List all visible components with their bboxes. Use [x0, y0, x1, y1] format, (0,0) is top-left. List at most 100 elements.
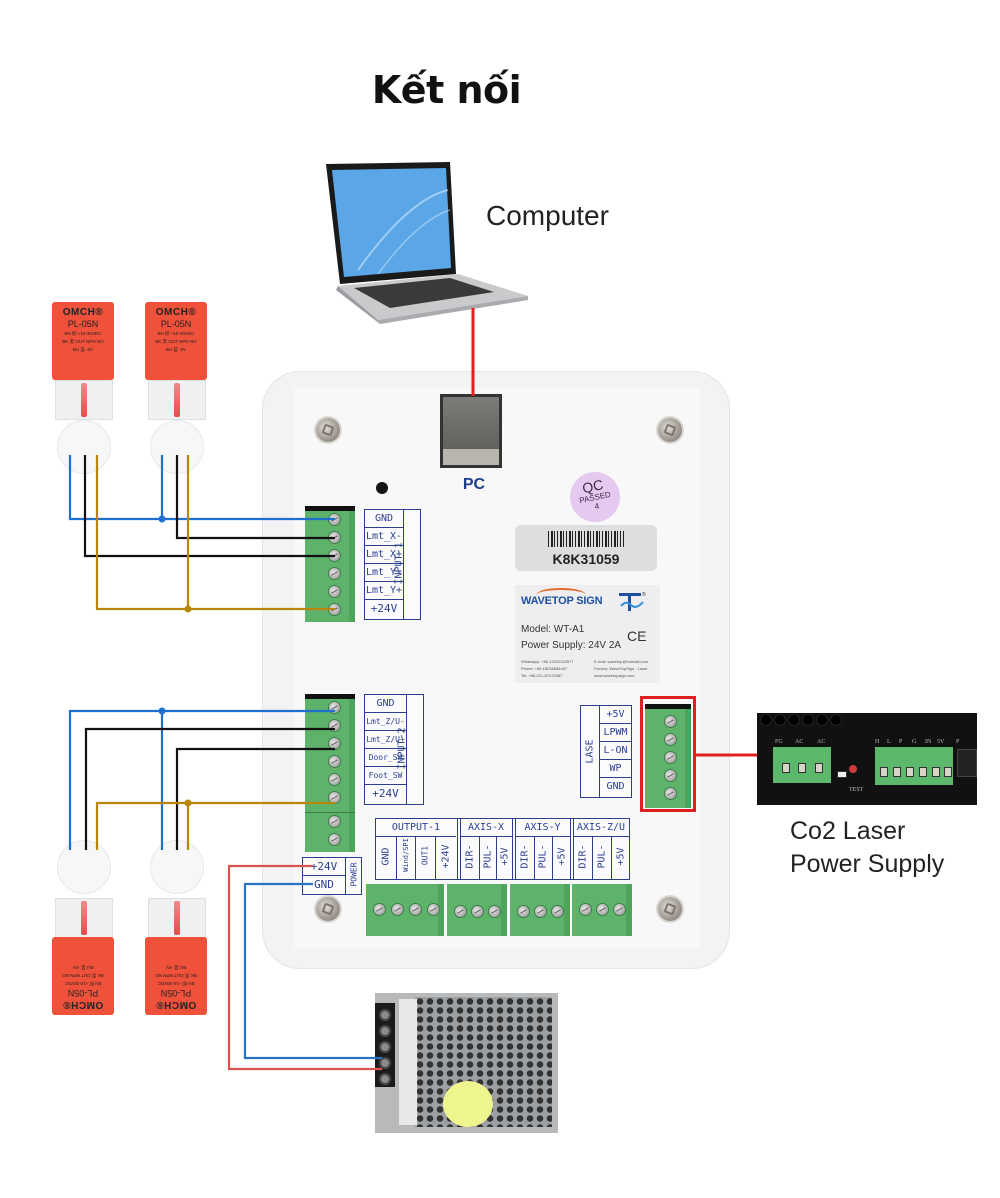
pin-label: Door_SW	[365, 749, 406, 767]
input2-label-box: GND Lmt_Z/U- Lmt_Z/U+ Door_SW Foot_SW +2…	[364, 694, 424, 805]
pin-label: GND	[365, 510, 403, 528]
terminal-pin[interactable]	[329, 720, 340, 731]
terminal-pin[interactable]	[665, 734, 676, 745]
terminal-pin[interactable]	[535, 906, 546, 917]
contact-line: www.wavetopsign.com	[594, 673, 635, 678]
laser-psu-label: Co2 Laser Power Supply	[790, 815, 944, 881]
terminal-pin[interactable]	[665, 752, 676, 763]
sensor-brand: OMCH®	[155, 307, 197, 318]
sensor-brand: OMCH®	[62, 307, 104, 318]
screw-icon	[658, 897, 682, 921]
terminal-pin[interactable]	[472, 906, 483, 917]
terminal-pin[interactable]	[489, 906, 500, 917]
pin-label: Lmt_Y-	[365, 564, 403, 582]
terminal-pin[interactable]	[329, 738, 340, 749]
control-terminal-block	[875, 747, 953, 785]
terminal-pin[interactable]	[455, 906, 466, 917]
terminal-pin[interactable]	[329, 792, 340, 803]
computer-label: Computer	[486, 200, 609, 231]
terminal-pin[interactable]	[329, 756, 340, 767]
wire-junction	[184, 799, 192, 807]
power-label-box: +24V GND POWER	[302, 857, 362, 895]
terminal-pin[interactable]	[392, 904, 403, 915]
terminal-label: FG	[775, 739, 783, 745]
terminal-pin[interactable]	[329, 834, 340, 845]
terminal-pin[interactable]	[665, 770, 676, 781]
contact-line: Factory: WaveTopSign - Laser	[594, 666, 648, 671]
wire-black-signal	[83, 455, 335, 558]
test-button[interactable]	[849, 765, 857, 773]
terminal-label: G	[912, 739, 917, 745]
brand-logo-icon: ®	[619, 591, 646, 611]
ce-mark: CE	[627, 628, 647, 644]
wire-junction	[158, 515, 166, 523]
terminal-label: AC	[817, 739, 826, 745]
contact-line: Whatsapp: +86 13332342577	[521, 659, 574, 664]
contact-line: Phone: +86 18035684467	[521, 666, 568, 671]
terminal-pin[interactable]	[597, 904, 608, 915]
terminal-pin[interactable]	[329, 568, 340, 579]
pin-label: L-ON	[600, 742, 631, 760]
terminal-pin[interactable]	[580, 904, 591, 915]
pin-label: +24V	[370, 602, 398, 615]
rj45-port[interactable]	[957, 749, 977, 777]
pin-label: LPWM	[600, 724, 631, 742]
terminal-label: 5V	[937, 739, 945, 745]
pin-label: Lmt_Z/U-	[365, 713, 406, 731]
model-text: Model: WT-A1	[521, 624, 585, 635]
page-title: Kết nối	[371, 68, 522, 112]
contact-line: E-mail: wavetop@hotmail.com	[594, 659, 649, 664]
terminal-pin[interactable]	[614, 904, 625, 915]
wire-blue-gnd	[68, 455, 335, 521]
terminal-pin[interactable]	[665, 716, 676, 727]
laser-psu-label-line1: Co2 Laser	[790, 817, 906, 845]
pin-label: Lmt_X-	[365, 528, 403, 546]
screw-icon	[316, 418, 340, 442]
pin-label: GND	[606, 781, 625, 792]
terminal-pin[interactable]	[552, 906, 563, 917]
pin-label: Lmt_Z/U+	[365, 731, 406, 749]
wire-black-signal	[175, 747, 335, 850]
pin-label: +5V	[600, 706, 631, 724]
terminal-pin[interactable]	[329, 586, 340, 597]
terminal-label: P	[899, 739, 903, 745]
barcode-icon	[548, 531, 624, 547]
output-label-strip: OUTPUT-1 AXIS-X AXIS-Y AXIS-Z/U GND Wind…	[375, 818, 630, 880]
group-label: AXIS-Y	[515, 819, 570, 837]
usb-port[interactable]	[440, 394, 502, 468]
terminal-pin[interactable]	[329, 774, 340, 785]
pin-label: Lmt_X+	[365, 546, 403, 564]
terminal-pin[interactable]	[374, 904, 385, 915]
terminal-pin[interactable]	[518, 906, 529, 917]
pc-port-label: PC	[462, 476, 486, 493]
terminal-pin[interactable]	[410, 904, 421, 915]
sensor-spec: BK 黑 OUT NPN NO	[155, 339, 197, 344]
group-label: AXIS-Z/U	[573, 819, 629, 837]
laptop-icon	[326, 162, 528, 324]
laser-terminal-block	[645, 704, 691, 808]
terminal-pin[interactable]	[329, 702, 340, 713]
sensor-model: PL-05N	[160, 319, 192, 329]
svg-text:®: ®	[642, 591, 646, 598]
wire-junction	[158, 707, 166, 715]
wire-junction	[184, 605, 192, 613]
proximity-sensor: OMCH® PL-05N BN 棕 +10-30VDC BK 黑 OUT NPN…	[52, 302, 114, 380]
pin-label: GND	[314, 878, 334, 891]
sensor-cable-detail	[57, 840, 111, 894]
wire-black-signal	[175, 455, 335, 540]
pin-label: +24V	[303, 858, 345, 876]
contact-line: Tel: +86-021-67013987	[521, 673, 563, 678]
pin-label: +24V	[372, 787, 399, 800]
sensor-body	[55, 380, 113, 420]
input1-label-box: GND Lmt_X- Lmt_X+ Lmt_Y- Lmt_Y+ +24V INP…	[364, 509, 421, 620]
laser-label-box: LASE +5V LPWM L-ON WP GND	[580, 705, 632, 798]
terminal-pin[interactable]	[428, 904, 439, 915]
terminal-label: P	[956, 739, 960, 745]
terminal-pin[interactable]	[665, 788, 676, 799]
test-label: TEST	[849, 787, 864, 793]
serial-number: K8K31059	[552, 551, 620, 567]
terminal-pin[interactable]	[329, 816, 340, 827]
test-switch[interactable]	[837, 771, 847, 778]
pin-label: GND	[365, 695, 406, 713]
